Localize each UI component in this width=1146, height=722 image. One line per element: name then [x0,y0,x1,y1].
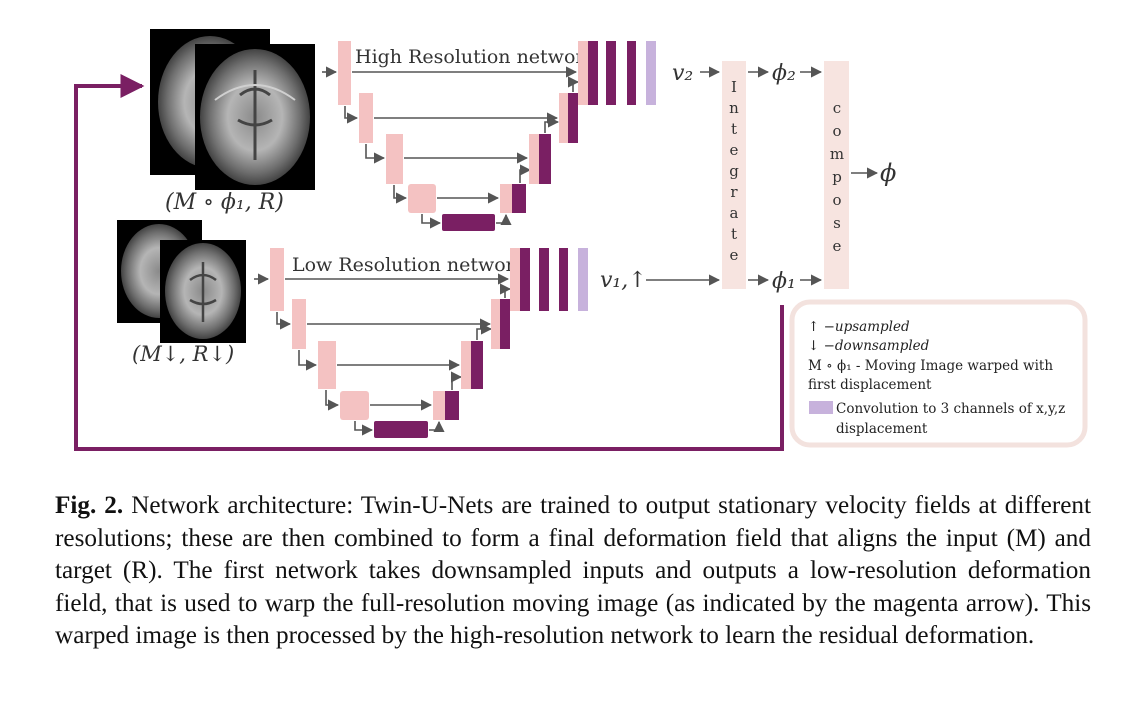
legend-conv-swatch [809,401,833,414]
low-enc-block-3 [318,341,336,389]
low-output-conv [578,248,588,311]
high-dec-block-2 [568,93,578,143]
low-res-unet: Low Resolution network [254,248,588,438]
legend-conv-line1: Convolution to 3 channels of x,y,z [836,401,1065,417]
integrate-letter: t [731,225,737,243]
legend-warp-line1: M ∘ ϕ₁ - Moving Image warped with [808,358,1053,374]
compose-letter: s [833,214,841,232]
integrate-letter: e [730,246,739,264]
high-net-label: High Resolution network [355,46,596,68]
integrate-letter: e [730,141,739,159]
high-res-unet: High Resolution network [322,41,656,231]
low-res-input-label: (M↓, R↓) [132,342,234,366]
low-dec-block-4 [445,391,459,420]
low-dec-block-3 [471,341,483,389]
legend-downsampled: ↓ −downsampled [808,338,930,354]
figure-caption: Fig. 2. Network architecture: Twin-U-Net… [55,490,1091,653]
integrate-letter: I [731,78,737,96]
high-enc-block-4 [408,184,436,213]
low-dec-block-1 [520,248,530,311]
high-enc-block-3 [386,134,403,184]
compose-letter: m [830,145,844,163]
legend-upsampled: ↑ −upsampled [808,319,910,335]
compose-letter: e [833,237,842,255]
high-dec-block-1 [588,41,598,105]
compose-box [824,61,849,289]
high-dec-block-4 [512,184,526,213]
warp-arrow [74,74,784,451]
low-enc-block-2 [292,299,306,349]
compose-letter: o [832,122,841,140]
low-bottleneck [374,421,428,438]
high-enc-block-2 [359,93,373,143]
high-output-conv [646,41,656,105]
high-bottleneck [442,214,495,231]
phi1-label: ϕ₁ [772,269,796,294]
low-dec-block-2 [500,299,510,349]
phi2-label: ϕ₂ [772,61,796,86]
compose-letter: c [833,99,841,117]
architecture-diagram: (M ∘ ϕ₁, R) (M↓, R↓) High Resolution net… [74,29,1088,451]
low-enc-block-1 [270,248,284,311]
compose-letter: o [832,191,841,209]
integrate-letter: n [729,99,739,117]
integrate-letter: t [731,120,737,138]
legend-warp-line2: first displacement [808,377,932,393]
high-enc-block-1 [338,41,351,105]
caption-label: Fig. 2. [55,492,124,519]
v1-label: v₁,↑ [600,268,647,293]
low-res-input-images [117,220,246,343]
caption-text: Network architecture: Twin-U-Nets are tr… [55,492,1091,649]
low-net-label: Low Resolution network [292,254,527,276]
low-enc-block-4 [340,391,369,420]
high-res-input-label: (M ∘ ϕ₁, R) [165,190,284,215]
phi-label: ϕ [880,159,896,187]
compose-letter: p [832,168,842,186]
integrate-letter: a [730,204,739,222]
integrate-letter: g [729,162,739,180]
legend-conv-line2: displacement [836,421,928,437]
v2-label: v₂ [672,61,693,86]
legend: ↑ −upsampled ↓ −downsampled M ∘ ϕ₁ - Mov… [789,299,1088,448]
high-res-input-images [150,29,315,190]
high-dec-block-3 [539,134,551,184]
integrate-letter: r [730,183,738,201]
integrate-box [722,61,746,289]
